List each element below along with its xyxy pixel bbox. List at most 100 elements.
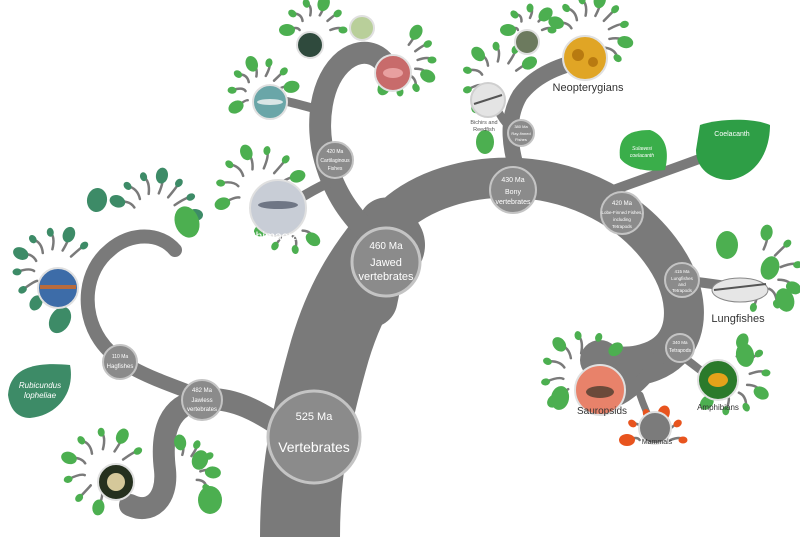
leaf: [678, 436, 688, 444]
leaf: [562, 3, 571, 13]
svg-text:380 Ma: 380 Ma: [514, 124, 528, 129]
node-lobe-finned-fishes[interactable]: 420 Ma Lobe-Finned Fishes, including Tet…: [600, 191, 644, 235]
leaf: [427, 56, 437, 64]
leaf: [174, 206, 200, 238]
leaf: [86, 188, 108, 212]
leaf: [216, 179, 226, 187]
leaf: [240, 144, 253, 161]
leaf: [619, 434, 635, 446]
leaf: [760, 224, 773, 241]
leaf-rubicundus[interactable]: Rubicundus lopheliae: [8, 364, 71, 418]
svg-text:420 Ma: 420 Ma: [612, 201, 633, 207]
svg-text:Hagfishes: Hagfishes: [107, 364, 134, 370]
group-label-sharks: Sharks: [256, 122, 285, 132]
leaf: [463, 66, 472, 74]
leaf: [265, 58, 273, 68]
svg-text:482 Ma: 482 Ma: [192, 388, 213, 394]
group-label-lungfishes: Lungfishes: [711, 313, 765, 325]
node-lungfishes-and-tetrapods[interactable]: 415 Ma Lungfishes and Tetrapods: [664, 262, 700, 298]
leaf: [749, 302, 757, 312]
leaf: [289, 170, 306, 183]
leaf: [198, 486, 222, 514]
leaf: [548, 16, 564, 29]
leaf: [761, 369, 771, 377]
group-label-amphibians: Amphibians: [697, 403, 739, 412]
svg-text:Jawed: Jawed: [370, 257, 402, 269]
bichir-drawing-icon: [470, 82, 506, 118]
node-bony-vertebrates[interactable]: 430 Ma Bony vertebrates: [489, 166, 537, 214]
group-label-neopterygians: Neopterygians: [553, 82, 624, 94]
leaf: [574, 331, 582, 341]
leaf: [13, 247, 29, 260]
leaf: [18, 286, 27, 294]
leaf: [233, 70, 243, 78]
leaf: [46, 227, 54, 237]
group-label-mammals: Mammals: [642, 439, 673, 446]
leaf: [193, 440, 201, 449]
leaf: [500, 24, 516, 36]
leaf: [521, 56, 537, 70]
node-jawless-vertebrates[interactable]: 482 Ma Jawless vertebrates: [181, 379, 223, 421]
branch-jawless: [119, 388, 311, 520]
leaf: [578, 0, 586, 5]
leaf: [760, 256, 780, 280]
svg-text:Cartilaginous: Cartilaginous: [320, 158, 350, 164]
group-label-rays: Rays: [304, 58, 316, 64]
leaf: [775, 288, 795, 312]
leaf: [174, 434, 187, 451]
svg-text:Fishes: Fishes: [515, 137, 527, 142]
leaf: [279, 67, 288, 76]
leaf: [155, 167, 169, 184]
branch-hagfishes: [80, 229, 217, 407]
leaf-coelacanth[interactable]: Coelacanth: [696, 119, 770, 180]
leaf-sulawesi-coelacanth[interactable]: Sulawesi coelacanth: [619, 130, 667, 171]
lungfish-drawing-icon: [711, 277, 769, 303]
leaf: [97, 427, 105, 437]
leaf: [29, 295, 43, 311]
leaf: [595, 333, 603, 342]
chimaera-photo-icon: [249, 179, 307, 237]
leaf: [227, 86, 237, 94]
node-vertebrates[interactable]: 525 Ma Vertebrates: [266, 389, 362, 485]
svg-text:Lungfishes: Lungfishes: [671, 276, 694, 281]
svg-text:vertebrates: vertebrates: [187, 407, 217, 413]
leaf: [123, 181, 132, 190]
svg-text:coelacanth: coelacanth: [630, 153, 654, 159]
node-hagfishes[interactable]: 110 Ma Hagfishes: [102, 344, 138, 380]
node-ray-finned-fishes[interactable]: 380 Ma Ray-finned Fishes: [507, 119, 535, 147]
node-age: 525 Ma: [296, 411, 334, 423]
leaf: [75, 493, 84, 502]
node-jawed-vertebrates[interactable]: 460 Ma Jawed vertebrates: [350, 226, 422, 298]
group-label-chimaeras: Chimaeras: [247, 229, 305, 243]
leaf: [526, 3, 534, 13]
svg-text:lopheliae: lopheliae: [24, 391, 57, 400]
leaf: [754, 349, 764, 358]
svg-text:110 Ma: 110 Ma: [112, 354, 129, 360]
svg-text:415 Ma: 415 Ma: [674, 269, 690, 274]
lizard-photo-icon: [574, 364, 626, 416]
leaf: [63, 475, 73, 483]
group-label-bichirs-2: Reedfish: [473, 127, 495, 133]
node-tetrapods[interactable]: 340 Ma Tetrapods: [665, 333, 695, 363]
leaf: [613, 54, 622, 63]
leaf: [716, 231, 738, 259]
lamprey-photo-icon: [97, 463, 135, 501]
leaf: [225, 160, 234, 169]
leaf: [541, 378, 551, 386]
leaf: [228, 100, 244, 114]
node-name: Vertebrates: [278, 439, 350, 455]
svg-text:Sulawesi: Sulawesi: [632, 146, 653, 152]
leaf: [783, 239, 792, 248]
leaf: [673, 419, 682, 428]
svg-text:Bony: Bony: [505, 189, 521, 196]
leaf: [61, 451, 77, 465]
svg-text:430 Ma: 430 Ma: [501, 177, 524, 184]
leaf: [463, 86, 472, 94]
leaf: [543, 357, 552, 365]
node-cartilaginous-fishes[interactable]: 420 Ma Cartilaginous Fishes: [316, 141, 354, 179]
leaf: [109, 195, 126, 208]
leaf: [785, 281, 800, 295]
leaf: [271, 241, 279, 251]
neopterygian-photo-icon: [562, 35, 608, 81]
leaf: [476, 130, 494, 154]
